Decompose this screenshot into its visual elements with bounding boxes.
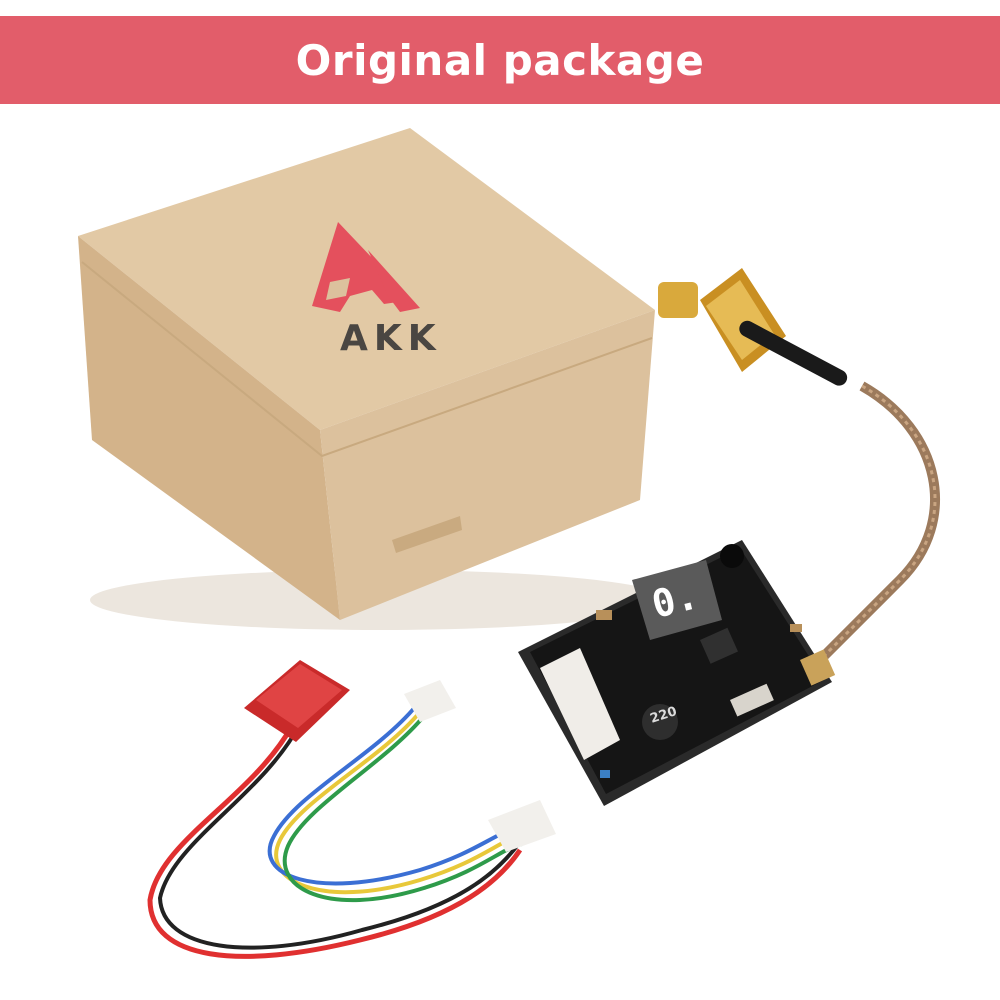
coax-braid (818, 384, 937, 662)
box-left-side (78, 236, 340, 620)
coax-cable (816, 381, 940, 664)
lid-edge (81, 261, 653, 458)
akk-logo-icon (312, 222, 420, 312)
header-banner: Original package (0, 16, 1000, 104)
wiring-harness (147, 660, 556, 959)
sma-connector (658, 268, 848, 386)
lid-notch (392, 516, 462, 553)
banner-title: Original package (295, 35, 705, 85)
vtx-board (518, 540, 836, 806)
box-logo-text: AKK (340, 318, 442, 359)
